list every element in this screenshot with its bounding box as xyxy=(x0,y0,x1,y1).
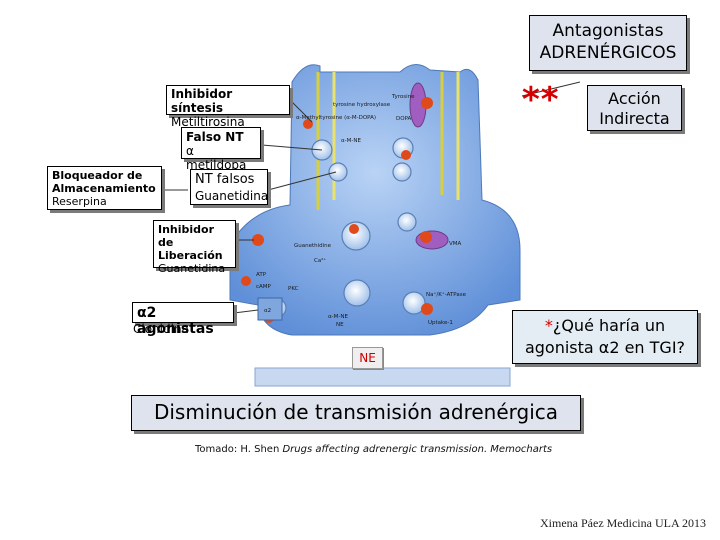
diagram-atp: ATP xyxy=(256,272,267,278)
inhibidor-liberacion-drug: Guanetidina xyxy=(158,262,226,275)
diagram-guanethidine: Guanethidine xyxy=(294,243,332,249)
diagram-a2: α2 xyxy=(264,308,271,314)
note-line-1: *¿Qué haría un xyxy=(513,315,697,337)
source-prefix: Tomado: H. Shen xyxy=(195,444,283,455)
source-title: Drugs affecting adrenergic transmission.… xyxy=(282,444,553,455)
diagram-na-k-atpase: Na⁺/K⁺-ATPase xyxy=(426,291,467,298)
falso-nt-drug: α metildopa xyxy=(186,144,247,172)
diagram-ne-small: NE xyxy=(336,322,344,328)
diagram-uptake: Uptake-1 xyxy=(428,320,453,326)
diagram-dopa: DOPA xyxy=(396,116,412,122)
mitochondrion-2 xyxy=(415,230,449,250)
accion-line-2: Indirecta xyxy=(599,109,670,128)
diagram-a-m-ne-2: α-M-NE xyxy=(328,314,348,320)
inhibidor-liberacion-box: Inhibidor de Liberación Guanetidina xyxy=(153,220,236,275)
falso-nt-box: Falso NT α metildopa xyxy=(181,127,261,172)
vesicles xyxy=(267,137,426,318)
author-credit: Ximena Páez Medicina ULA 2013 xyxy=(540,516,706,530)
note-line-2: agonista α2 en TGI? xyxy=(524,338,686,357)
falso-nt-title: Falso NT xyxy=(186,130,244,144)
a2-agonistas-drug: Clonidina xyxy=(133,322,189,336)
title-box: Antagonistas ADRENÉRGICOS xyxy=(529,15,687,71)
accion-indirecta-box: Acción Indirecta xyxy=(587,85,682,131)
nt-falsos-box: NT falsos Guanetidina xyxy=(190,169,268,205)
diagram-a-m-ne: α-M-NE xyxy=(341,138,361,144)
question-note: *¿Qué haría un agonista α2 en TGI? xyxy=(512,310,698,364)
accion-line-1: Acción xyxy=(608,89,661,108)
note-star: * xyxy=(544,316,553,335)
ne-label: NE xyxy=(352,347,383,369)
diagram-vma: VMA xyxy=(449,241,462,247)
nt-falsos-title: NT falsos xyxy=(195,172,255,187)
diagram-tyrosine-hydroxylase: tyrosine hydroxylase xyxy=(333,102,391,108)
a2-receptor xyxy=(257,297,283,321)
double-asterisk: ** xyxy=(522,80,560,120)
bloqueador-title-1: Bloqueador de xyxy=(52,169,143,182)
a2-agonistas-box: α2 agonistas xyxy=(132,302,234,337)
inhibidor-sintesis-title: Inhibidor síntesis xyxy=(171,87,233,115)
title-line-1: Antagonistas xyxy=(552,21,664,41)
inhibidor-liberacion-title-1: Inhibidor de xyxy=(158,223,215,249)
note-text-1: ¿Qué haría un xyxy=(552,316,666,335)
diagram-methyltyrosine: α-Methyltyrosine (α-M-DOPA) xyxy=(296,115,376,121)
postsynaptic-membrane xyxy=(254,367,511,387)
diagram-pkc: PKC xyxy=(288,286,299,292)
inhibidor-liberacion-title-2: Liberación xyxy=(158,249,223,262)
pointer-lines xyxy=(162,81,581,314)
inhibidor-sintesis-drug: Metiltirosina xyxy=(171,115,245,129)
diagram-ca: Ca²⁺ xyxy=(314,257,326,264)
presynaptic-terminal xyxy=(229,64,521,336)
title-line-2: ADRENÉRGICOS xyxy=(539,43,677,63)
diagram-tyrosine: Tyrosine xyxy=(391,94,415,100)
a2-agonistas-title: α2 agonistas xyxy=(137,305,214,337)
bloqueador-title-2: Almacenamiento xyxy=(52,182,156,195)
source-citation: Tomado: H. Shen Drugs affecting adrenerg… xyxy=(195,444,552,455)
bottom-statement: Disminución de transmisión adrenérgica xyxy=(131,395,581,431)
nt-falsos-drug: Guanetidina xyxy=(195,189,269,203)
inhibidor-sintesis-box: Inhibidor síntesis Metiltirosina xyxy=(166,85,290,129)
diagram-camp: cAMP xyxy=(256,284,272,290)
bloqueador-drug: Reserpina xyxy=(52,195,107,208)
bloqueador-box: Bloqueador de Almacenamiento Reserpina xyxy=(47,166,162,210)
